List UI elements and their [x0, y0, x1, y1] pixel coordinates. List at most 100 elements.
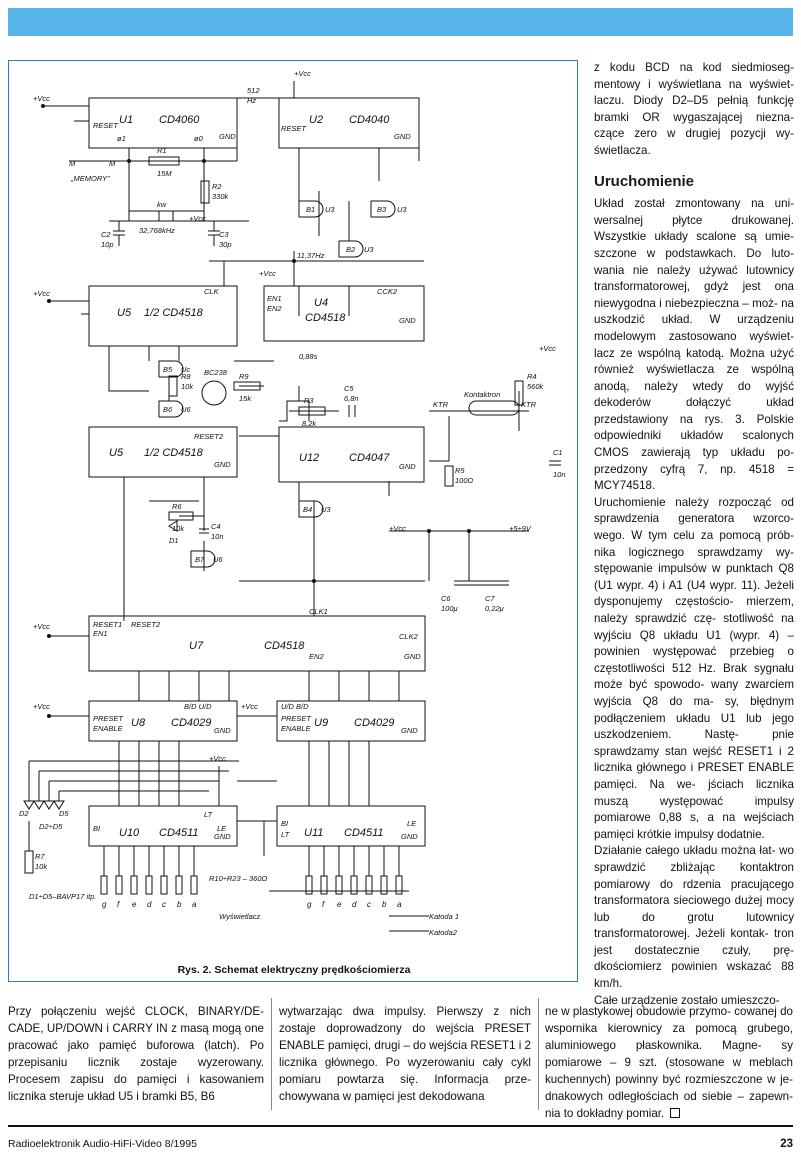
r9-label: R9	[239, 372, 249, 381]
vcc-label-u9: +Vcc	[241, 702, 258, 711]
clk1-label-u7: CLK1	[309, 607, 328, 616]
m-label-1: M	[69, 159, 76, 168]
preset-label-u8: PRESET	[93, 714, 124, 723]
le-label-u11: LE	[407, 819, 417, 828]
header-color-bar	[8, 8, 793, 36]
c5-label: C5	[344, 384, 354, 393]
u5a-name: U5	[117, 307, 132, 319]
resistor-note: R10÷R23 – 360Ω	[209, 874, 267, 883]
gnd-label-u12: GND	[399, 462, 416, 471]
paragraph: z kodu BCD na kod siedmioseg- mentowy i …	[594, 61, 794, 157]
gnd-label-u9: GND	[401, 726, 418, 735]
u12-part: CD4047	[349, 452, 390, 464]
paragraph: Działanie całego układu można łat- wo sp…	[594, 844, 794, 991]
vcc-label-u1: +Vcc	[33, 94, 50, 103]
vcc-label-u8: +Vcc	[33, 702, 50, 711]
gnd-label-u11: GND	[401, 832, 418, 841]
freq-hz: Hz	[247, 96, 256, 105]
segment-label: f	[322, 900, 325, 909]
clk-label-u5: CLK	[204, 287, 220, 296]
c2-value: 10p	[101, 240, 114, 249]
bi-label-u11: BI	[281, 819, 288, 828]
u5a-part: 1/2 CD4518	[144, 307, 204, 319]
segment-label: e	[132, 900, 137, 909]
segment-label: b	[177, 900, 182, 909]
bd-ud-label-u8: B/D U/D	[184, 702, 212, 711]
u11-name: U11	[304, 827, 323, 839]
gnd-label-u2: GND	[394, 132, 411, 141]
paragraph: Uruchomienie należy rozpocząć od sprawdz…	[594, 495, 794, 841]
b6-label: B6	[163, 405, 173, 414]
preset-label-u9: PRESET	[281, 714, 312, 723]
r1-value: 15M	[157, 169, 172, 178]
reset2-label-u7: RESET2	[131, 620, 161, 629]
phi0-label: ø0	[194, 134, 204, 143]
diode-note: D1÷D5–BAVP17 itp.	[29, 892, 97, 901]
c3-label: C3	[219, 230, 229, 239]
c3-value: 30p	[219, 240, 232, 249]
u2-part: CD4040	[349, 114, 390, 126]
katoda2-label: Katoda2	[429, 928, 458, 937]
u7-part: CD4518	[264, 640, 305, 652]
r3-label: R3	[304, 396, 314, 405]
ktr-label-1: KTR	[433, 400, 449, 409]
u8-name: U8	[131, 717, 146, 729]
bottom-column-2: wytwarzając dwa impulsy. Pierwszy z nich…	[279, 1003, 531, 1105]
end-of-article-icon	[670, 1108, 681, 1118]
c1-label: C1	[553, 448, 563, 457]
u8-part: CD4029	[171, 717, 211, 729]
r1-label: R1	[157, 146, 167, 155]
u7-name: U7	[189, 640, 204, 652]
u6-label-1: U6	[181, 405, 191, 414]
vcc-label-u4: +Vcc	[259, 269, 276, 278]
segment-label: e	[337, 900, 342, 909]
gnd-label-u1: GND	[219, 132, 236, 141]
pulse-0-88s: 0,88s	[299, 352, 318, 361]
segment-label: d	[147, 900, 152, 909]
right-text-column: z kodu BCD na kod siedmioseg- mentowy i …	[594, 60, 794, 1009]
lt-label-u11: LT	[281, 830, 291, 839]
u11-part: CD4511	[344, 827, 384, 839]
b4-label: B4	[303, 505, 312, 514]
lt-label-u10: LT	[204, 810, 214, 819]
en2-label-u7: EN2	[309, 652, 324, 661]
c7-label: C7	[485, 594, 495, 603]
display-label: Wyświetlacz	[219, 912, 261, 921]
b5-label: B5	[163, 365, 173, 374]
enable-label-u8: ENABLE	[93, 724, 124, 733]
reset2-label-u5b: RESET2	[194, 432, 224, 441]
r8-label: R8	[181, 372, 191, 381]
segment-label: a	[192, 900, 197, 909]
en2-label-u4: EN2	[267, 304, 282, 313]
memory-label: „MEMORY”	[70, 174, 110, 183]
b1-label: B1	[306, 205, 315, 214]
section-heading: Uruchomienie	[594, 172, 695, 190]
bottom-column-3: ne w plastykowej obudowie przymo- cowane…	[545, 1003, 793, 1122]
vcc-label-u5: +Vcc	[33, 289, 50, 298]
segment-label: c	[367, 900, 371, 909]
segment-label: g	[307, 900, 312, 909]
column-divider	[538, 998, 539, 1110]
page-number: 23	[780, 1138, 793, 1150]
reset1-label-u7: RESET1	[93, 620, 122, 629]
vcc-label-u5-gate: +Vcc	[189, 214, 206, 223]
kw-label: kw	[157, 200, 167, 209]
u3-label-3: U3	[364, 245, 374, 254]
d2-d5-label: D2÷D5	[39, 822, 63, 831]
cck2-label-u4: CCK2	[377, 287, 398, 296]
segment-label: b	[382, 900, 387, 909]
uc-label: Uc	[181, 365, 190, 374]
reset-label-u2: RESET	[281, 124, 307, 133]
schematic-figure: U1 CD4060 U2 CD4040 U5 1/2 CD4518 U4 CD4…	[8, 60, 578, 982]
c1-value: 10n	[553, 470, 566, 479]
b7-label: B7	[195, 555, 205, 564]
gnd-label-u7: GND	[404, 652, 421, 661]
vcc-label-supply: +Vcc	[389, 524, 406, 533]
c2-label: C2	[101, 230, 111, 239]
ud-bd-label-u9: U/D B/D	[281, 702, 309, 711]
gnd-label-u10: GND	[214, 832, 231, 841]
r2-label: R2	[212, 182, 222, 191]
r9-value: 15k	[239, 394, 252, 403]
kw-value: 32,768kHz	[139, 226, 175, 235]
freq-1137: 11,37Hz	[297, 251, 325, 260]
